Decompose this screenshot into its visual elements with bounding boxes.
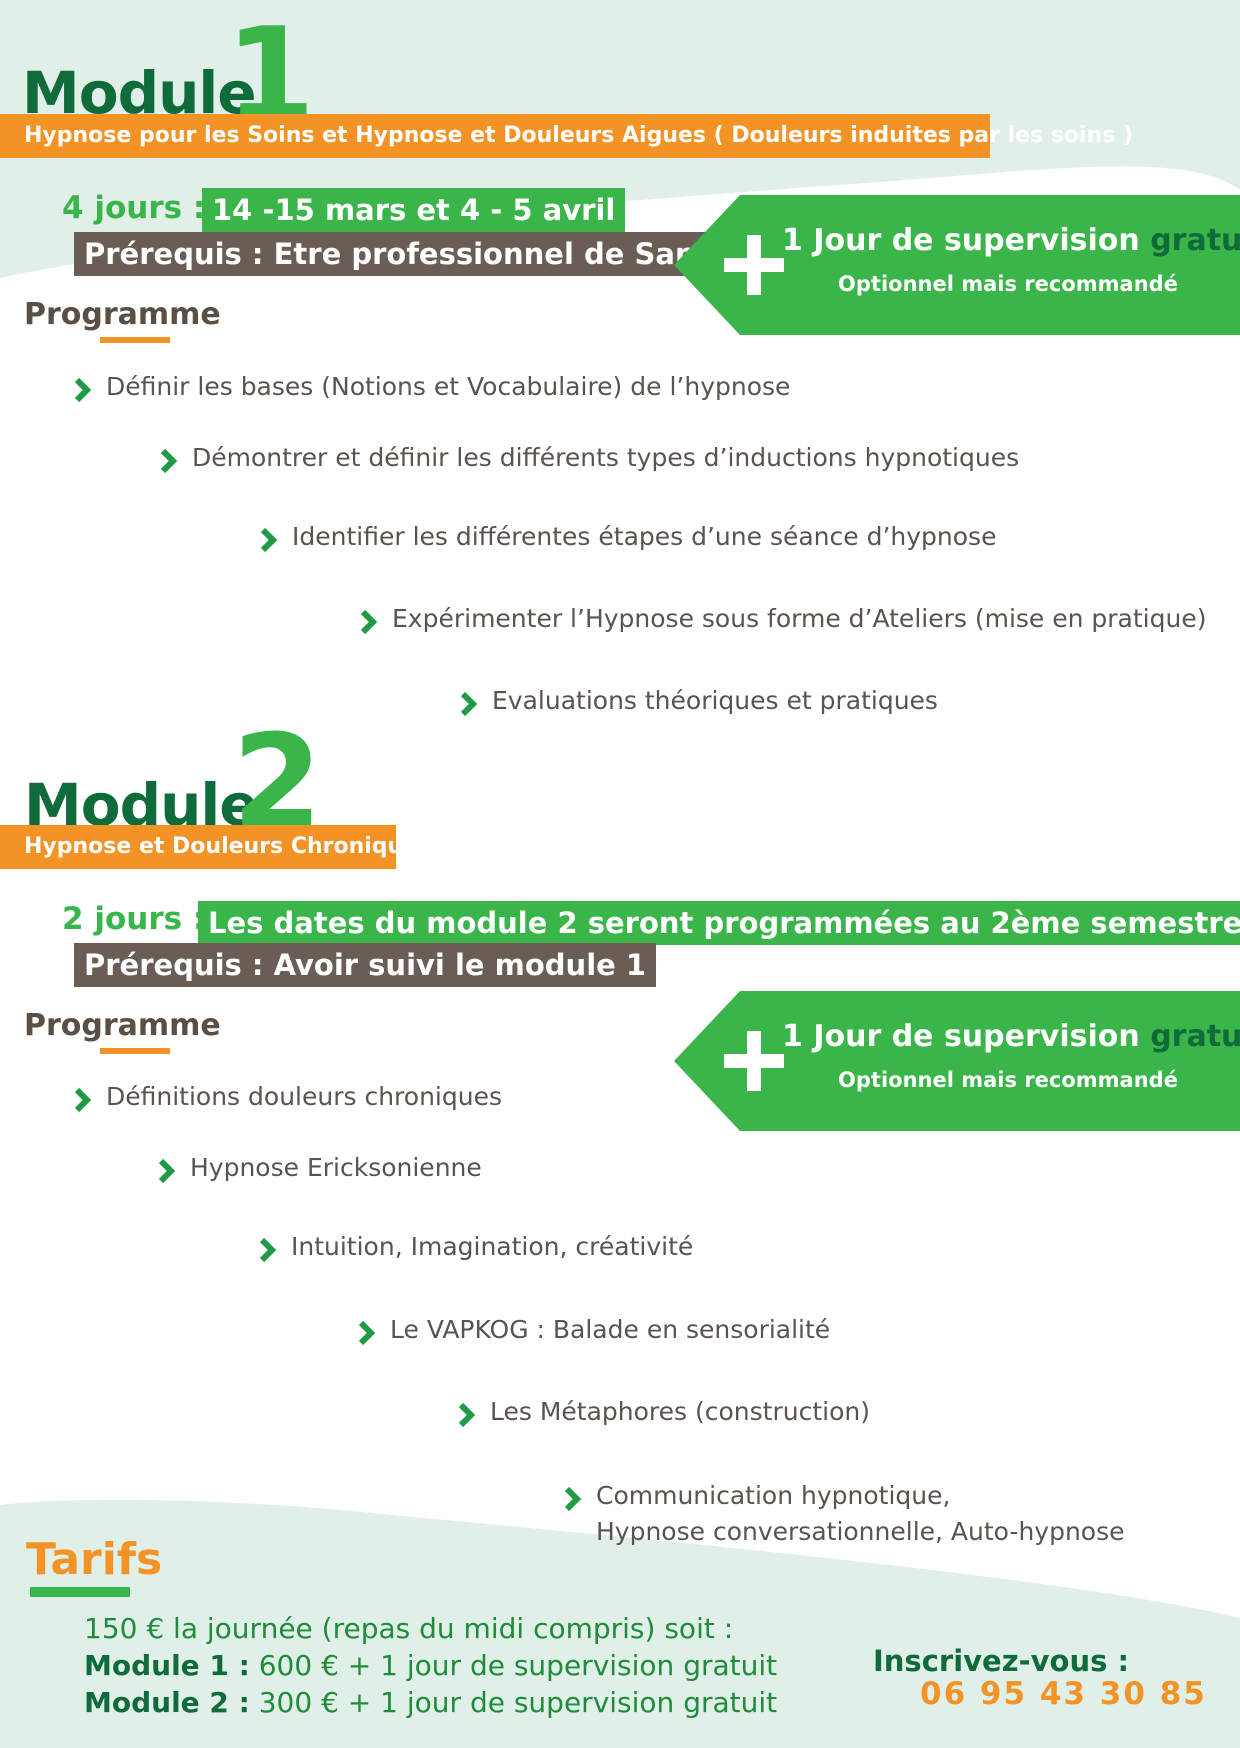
list-item: Expérimenter l’Hypnose sous forme d’Atel… — [358, 601, 1206, 637]
chevron-right-icon — [460, 691, 478, 717]
phone-number[interactable]: 06 95 43 30 85 — [920, 1676, 1207, 1712]
module2-word: Module — [24, 771, 259, 839]
chevron-right-icon — [358, 1320, 376, 1346]
chevron-right-icon — [74, 1087, 92, 1113]
chevron-right-icon — [160, 448, 178, 474]
banner-main-text: 1 Jour de supervision — [782, 223, 1151, 258]
chevron-right-icon — [360, 609, 378, 635]
banner-main-text: 1 Jour de supervision — [782, 1019, 1151, 1054]
banner-sub-text: Optionnel mais recommandé — [838, 1068, 1178, 1092]
module2-prereq: Prérequis : Avoir suivi le module 1 — [74, 943, 657, 987]
banner-highlight: gratuit — [1150, 223, 1240, 258]
chevron-right-icon — [259, 1237, 277, 1263]
list-item: Identifier les différentes étapes d’une … — [258, 519, 996, 555]
chevron-right-icon — [458, 1402, 476, 1428]
tarif-line-module2: Module 2 : 300 € + 1 jour de supervision… — [84, 1686, 778, 1719]
chevron-right-icon — [260, 527, 278, 553]
module1-supervision-banner: 1 Jour de supervision gratuit Optionnel … — [674, 195, 1240, 335]
module1-days-label: 4 jours : — [62, 190, 206, 226]
list-item: Démontrer et définir les différents type… — [158, 440, 1019, 476]
list-item: Communication hypnotique, Hypnose conver… — [562, 1478, 1125, 1550]
module1-program-underline — [100, 337, 170, 343]
module2-subtitle-bar: Hypnose et Douleurs Chroniques — [0, 825, 431, 869]
list-item: Définir les bases (Notions et Vocabulair… — [72, 369, 790, 405]
tarifs-details: 150 € la journée (repas du midi compris)… — [84, 1610, 777, 1721]
list-item: Intuition, Imagination, créativité — [257, 1229, 693, 1265]
plus-icon — [724, 1031, 784, 1091]
module1-word: Module — [22, 59, 257, 127]
chevron-right-icon — [74, 377, 92, 403]
module2-program-underline — [100, 1048, 170, 1054]
banner-highlight: gratuit — [1150, 1019, 1240, 1054]
module1-program-title: Programme — [24, 297, 221, 332]
banner-arrow-shape — [674, 991, 1240, 1131]
chevron-right-icon — [564, 1486, 582, 1512]
plus-icon — [724, 235, 784, 295]
chevron-right-icon — [158, 1158, 176, 1184]
tarifs-underline — [30, 1587, 130, 1597]
tarifs-title: Tarifs — [26, 1534, 163, 1585]
module2-dates: Les dates du module 2 seront programmées… — [198, 901, 1240, 945]
tarif-line-module1: Module 1 : 600 € + 1 jour de supervision… — [84, 1649, 778, 1682]
tarif-line-1: 150 € la journée (repas du midi compris)… — [84, 1612, 734, 1645]
list-item: Les Métaphores (construction) — [456, 1394, 870, 1430]
list-item: Définitions douleurs chroniques — [72, 1079, 502, 1115]
list-item: Evaluations théoriques et pratiques — [458, 683, 938, 719]
module1-dates: 14 -15 mars et 4 - 5 avril — [202, 188, 626, 232]
list-item: Hypnose Ericksonienne — [156, 1150, 482, 1186]
module2-days-label: 2 jours : — [62, 901, 206, 937]
module1-subtitle-bar: Hypnose pour les Soins et Hypnose et Dou… — [0, 114, 1133, 158]
item-line-1: Communication hypnotique, — [596, 1481, 951, 1510]
module2-program-title: Programme — [24, 1008, 221, 1043]
register-label: Inscrivez-vous : — [873, 1644, 1130, 1678]
banner-arrow-shape — [674, 195, 1240, 335]
item-line-2: Hypnose conversationnelle, Auto-hypnose — [596, 1517, 1125, 1546]
list-item: Le VAPKOG : Balade en sensorialité — [356, 1312, 830, 1348]
module2-supervision-banner: 1 Jour de supervision gratuit Optionnel … — [674, 991, 1240, 1131]
module1-prereq: Prérequis : Etre professionnel de Santé — [74, 232, 740, 276]
banner-sub-text: Optionnel mais recommandé — [838, 272, 1178, 296]
